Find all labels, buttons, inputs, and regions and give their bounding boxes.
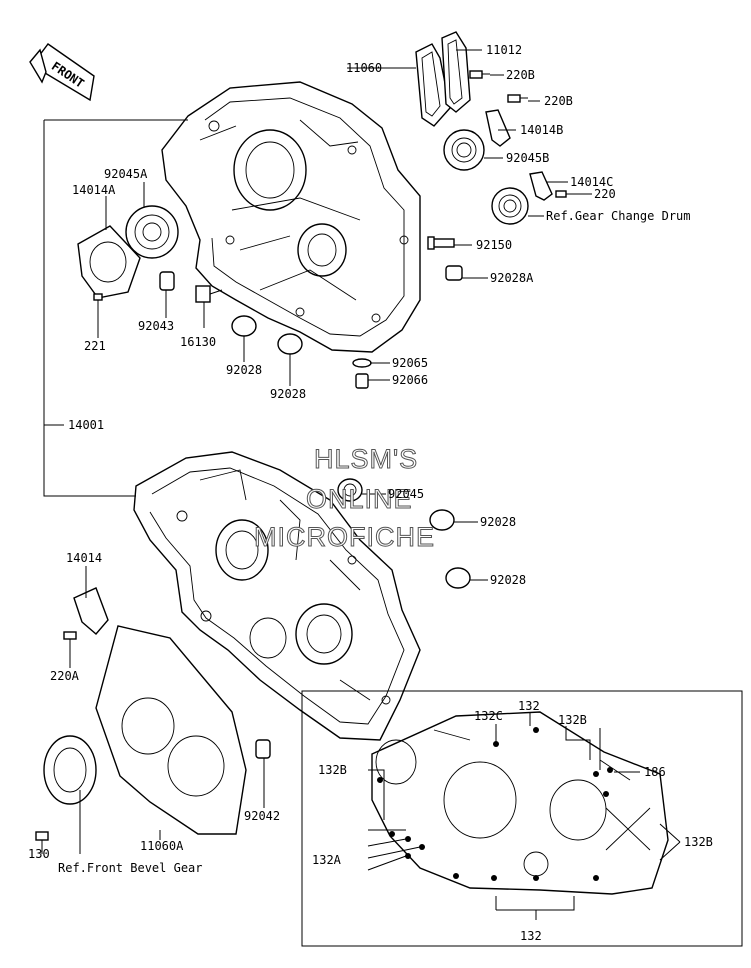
gasket-11060 bbox=[415, 43, 451, 127]
label-220: 220 bbox=[594, 187, 616, 201]
label-92028A: 92028A bbox=[490, 271, 534, 285]
gasket-11060A-icon bbox=[95, 625, 247, 835]
label-132C: 132C bbox=[474, 709, 503, 723]
label-186: 186 bbox=[644, 765, 666, 779]
gasket-11012 bbox=[441, 31, 471, 113]
washer-92065-icon bbox=[352, 358, 372, 368]
lower-crankcase bbox=[133, 451, 421, 741]
plug-92066-icon bbox=[355, 373, 369, 389]
bracket-14014B-icon bbox=[485, 109, 511, 147]
bolt-220B-lower-icon bbox=[507, 94, 528, 103]
bearing-gear-change-icon bbox=[491, 187, 529, 225]
label-92028-b: 92028 bbox=[270, 387, 306, 401]
label-132A: 132A bbox=[312, 853, 342, 867]
label-11060: 11060 bbox=[346, 61, 382, 75]
plug-92028-a-icon bbox=[231, 315, 257, 337]
bearing-92045B-icon bbox=[443, 129, 485, 171]
label-14014B: 14014B bbox=[520, 123, 563, 137]
label-92028-d: 92028 bbox=[490, 573, 526, 587]
inset-crankcase-outline bbox=[371, 711, 669, 895]
label-220B-upper: 220B bbox=[506, 68, 535, 82]
watermark-line-3: MICROFICHE bbox=[254, 522, 435, 552]
label-132B-right: 132B bbox=[684, 835, 713, 849]
dowel-92042-icon bbox=[255, 739, 271, 759]
bracket-14014C-icon bbox=[529, 171, 553, 201]
watermark: HLSM'S ONLINE MICROFICHE bbox=[254, 444, 435, 553]
label-92042: 92042 bbox=[244, 809, 280, 823]
label-220A: 220A bbox=[50, 669, 80, 683]
label-92043: 92043 bbox=[138, 319, 174, 333]
plug-92028-b-icon bbox=[277, 333, 303, 355]
watermark-line-2: ONLINE bbox=[306, 484, 413, 514]
plug-92028A-icon bbox=[445, 265, 463, 281]
plug-92028-c-icon bbox=[429, 509, 455, 531]
label-221: 221 bbox=[84, 339, 106, 353]
dowel-92043-icon bbox=[159, 271, 175, 291]
cover-14014A-icon bbox=[77, 225, 141, 299]
label-14014A: 14014A bbox=[72, 183, 116, 197]
label-14001: 14001 bbox=[68, 418, 104, 432]
label-92045A: 92045A bbox=[104, 167, 148, 181]
label-92045: 92045 bbox=[388, 487, 424, 501]
label-132-bottom: 132 bbox=[520, 929, 542, 943]
part-labels: 11060 11012 220B 220B 14014B 92045B 1401… bbox=[28, 43, 713, 943]
label-92028-a: 92028 bbox=[226, 363, 262, 377]
bolt-layout-inset bbox=[301, 690, 743, 947]
upper-crankcase bbox=[161, 81, 421, 353]
bolt-221-icon bbox=[93, 293, 103, 318]
bolt-220-icon bbox=[555, 190, 572, 198]
label-11060A: 11060A bbox=[140, 839, 184, 853]
bevel-gear-housing-icon bbox=[43, 735, 97, 805]
label-132B-left: 132B bbox=[318, 763, 347, 777]
plug-92028-d-icon bbox=[445, 567, 471, 589]
label-132B-top: 132B bbox=[558, 713, 587, 727]
watermark-line-1: HLSM'S bbox=[314, 444, 418, 474]
bearing-92045A-icon bbox=[125, 205, 179, 259]
bolt-220B-upper-icon bbox=[469, 70, 490, 79]
label-130: 130 bbox=[28, 847, 50, 861]
label-92045B: 92045B bbox=[506, 151, 549, 165]
label-220B-lower: 220B bbox=[544, 94, 573, 108]
front-arrow-icon: FRONT bbox=[29, 43, 95, 102]
label-14014: 14014 bbox=[66, 551, 102, 565]
pin-92150-icon bbox=[427, 236, 455, 250]
sensor-16130-icon bbox=[195, 285, 223, 303]
label-11012: 11012 bbox=[486, 43, 522, 57]
label-ref-gear-change-drum: Ref.Gear Change Drum bbox=[546, 209, 691, 223]
label-92028-c: 92028 bbox=[480, 515, 516, 529]
bracket-14014-icon bbox=[73, 587, 109, 635]
leader-lines bbox=[41, 49, 681, 920]
label-92150: 92150 bbox=[476, 238, 512, 252]
label-16130: 16130 bbox=[180, 335, 216, 349]
label-92066: 92066 bbox=[392, 373, 428, 387]
seal-92045-icon bbox=[337, 478, 363, 502]
bolt-220A-icon bbox=[63, 631, 77, 648]
label-92065: 92065 bbox=[392, 356, 428, 370]
label-14014C: 14014C bbox=[570, 175, 613, 189]
label-132-top: 132 bbox=[518, 699, 540, 713]
label-ref-front-bevel-gear: Ref.Front Bevel Gear bbox=[58, 861, 203, 875]
